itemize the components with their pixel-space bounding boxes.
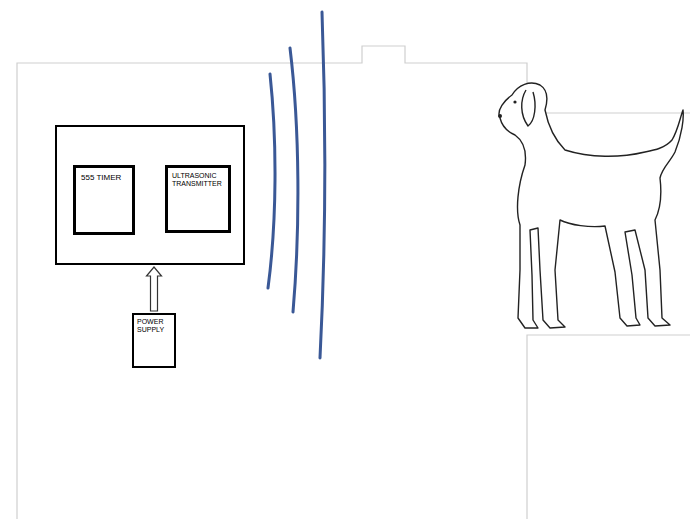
power-supply-box: POWER SUPPLY (132, 313, 176, 368)
ultrasonic-waves (268, 12, 325, 358)
block-arrow (147, 267, 162, 311)
box-label: 555 TIMER (81, 173, 127, 182)
box-label: ULTRASONIC TRANSMITTER (172, 172, 224, 188)
room-outline (17, 46, 690, 519)
dog-illustration (498, 83, 683, 328)
transmitter-box: ULTRASONIC TRANSMITTER (165, 165, 231, 233)
system-enclosure: 555 TIMER ULTRASONIC TRANSMITTER (55, 125, 245, 265)
box-label: POWER SUPPLY (137, 318, 171, 334)
timer-box: 555 TIMER (73, 165, 135, 235)
